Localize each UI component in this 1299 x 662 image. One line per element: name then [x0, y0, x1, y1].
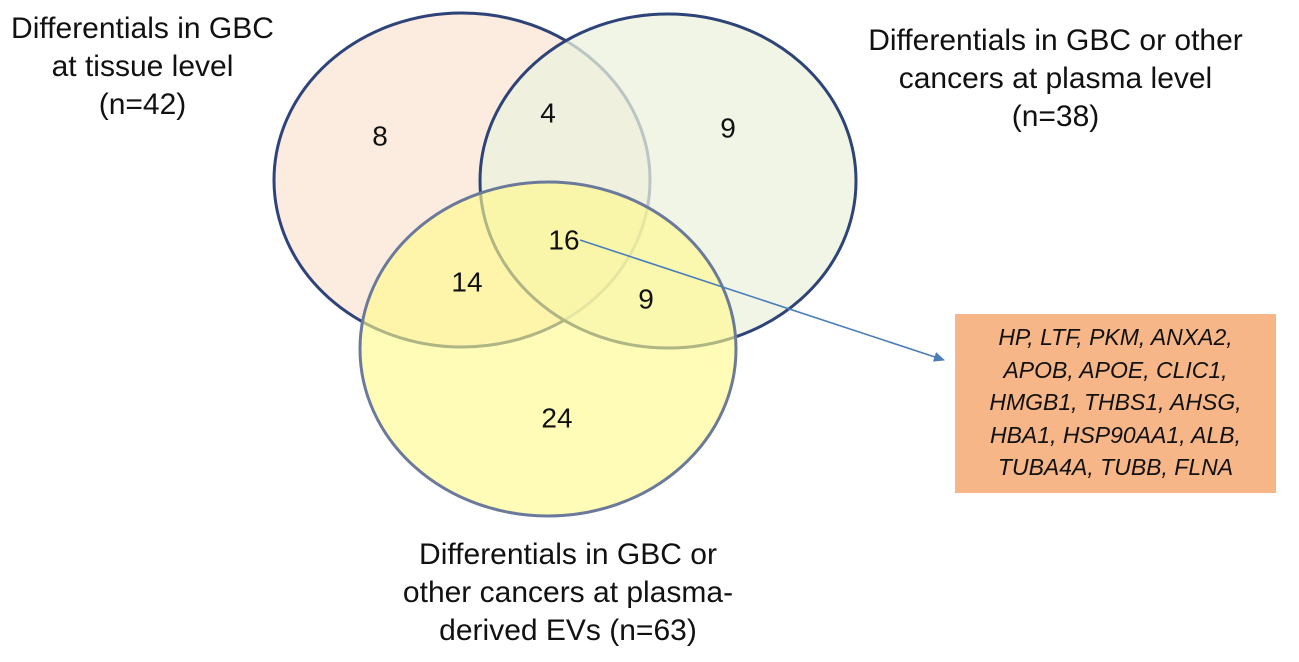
- set-label-line: Differentials in GBC: [11, 12, 274, 45]
- gene-list-line: TUBA4A, TUBB, FLNA: [997, 454, 1234, 480]
- set-label-line: Differentials in GBC or other: [868, 24, 1243, 57]
- gene-list-callout: HP, LTF, PKM, ANXA2, APOB, APOE, CLIC1, …: [955, 314, 1276, 493]
- set-label-line: cancers at plasma level: [898, 62, 1213, 95]
- set-label-plasma: Differentials in GBC or other cancers at…: [838, 22, 1273, 136]
- set-label-line: other cancers at plasma-: [402, 576, 734, 609]
- count-plasma-only: 9: [720, 113, 736, 144]
- set-label-line: at tissue level: [51, 50, 234, 83]
- set-label-evs: Differentials in GBC or other cancers at…: [378, 536, 758, 650]
- callout-arrow: [579, 239, 945, 362]
- gene-list-line: HP, LTF, PKM, ANXA2,: [998, 324, 1233, 350]
- count-tissue-only: 8: [372, 121, 388, 152]
- set-label-line: Differentials in GBC or: [419, 538, 717, 571]
- count-tissue-evs: 14: [451, 267, 482, 298]
- count-all-three: 16: [548, 225, 579, 256]
- set-label-line: derived EVs (n=63): [439, 614, 697, 647]
- gene-list-line: HBA1, HSP90AA1, ALB,: [989, 421, 1241, 448]
- set-circle-evs: [358, 180, 738, 518]
- set-label-line: (n=42): [98, 88, 187, 121]
- count-evs-only: 24: [541, 403, 572, 434]
- set-label-tissue: Differentials in GBC at tissue level (n=…: [0, 10, 285, 124]
- count-plasma-evs: 9: [638, 284, 654, 315]
- gene-list-line: HMGB1, THBS1, AHSG,: [989, 389, 1242, 415]
- count-tissue-plasma: 4: [540, 98, 556, 129]
- gene-list-line: APOB, APOE, CLIC1,: [1003, 356, 1228, 383]
- set-label-line: (n=38): [1011, 100, 1100, 133]
